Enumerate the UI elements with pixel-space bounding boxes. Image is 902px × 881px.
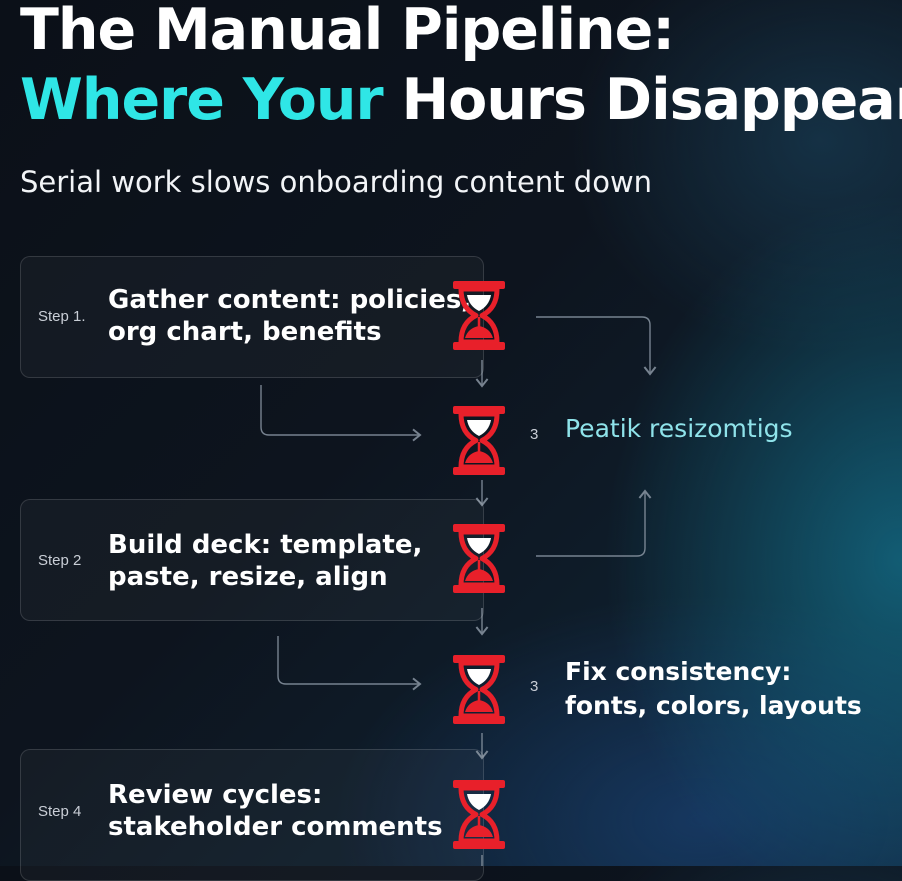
- step-text-4-line2: stakeholder comments: [108, 812, 443, 842]
- subtitle: Serial work slows onboarding content dow…: [20, 165, 653, 199]
- floating-step-text-1: Peatik resizomtigs: [565, 414, 793, 443]
- connector-loop-1: [260, 385, 422, 442]
- hourglass-icon: [448, 652, 510, 727]
- page-title-line1: The Manual Pipeline:: [20, 0, 675, 63]
- step-text-2-line2: paste, resize, align: [108, 562, 388, 592]
- page-title-rest: Hours Disappear: [382, 67, 902, 133]
- step-text-1: Gather content: policies,org chart, bene…: [108, 284, 471, 348]
- step-text-1-line1: Gather content: policies,: [108, 285, 472, 315]
- connector-loop-2: [277, 636, 422, 691]
- step-text-1-line2: org chart, benefits: [108, 317, 382, 347]
- step-text-2-line1: Build deck: template,: [108, 530, 423, 560]
- page-title-line2: Where Your Hours Disappear: [20, 72, 902, 129]
- floating-step-number-1: 3: [530, 426, 539, 443]
- hourglass-icon: [448, 777, 510, 852]
- step-label-2: Step 2: [38, 552, 82, 569]
- connector-right-2: [536, 489, 652, 557]
- hourglass-icon: [448, 278, 510, 353]
- floating-step-text-2-line1: Fix consistency:: [565, 657, 792, 686]
- floating-step-number-2: 3: [530, 678, 539, 695]
- page-title-accent: Where Your: [20, 67, 384, 133]
- floating-step-text-2: Fix consistency: fonts, colors, layouts: [565, 655, 862, 723]
- step-text-2: Build deck: template,paste, resize, alig…: [108, 529, 422, 593]
- connector-right-1: [536, 316, 657, 376]
- step-label-4: Step 4: [38, 803, 82, 820]
- step-text-4: Review cycles:stakeholder comments: [108, 779, 443, 843]
- step-label-1: Step 1.: [38, 308, 86, 325]
- floating-step-text-2-line2: fonts, colors, layouts: [565, 691, 862, 720]
- hourglass-icon: [448, 403, 510, 478]
- step-text-4-line1: Review cycles:: [108, 780, 323, 810]
- hourglass-icon: [448, 521, 510, 596]
